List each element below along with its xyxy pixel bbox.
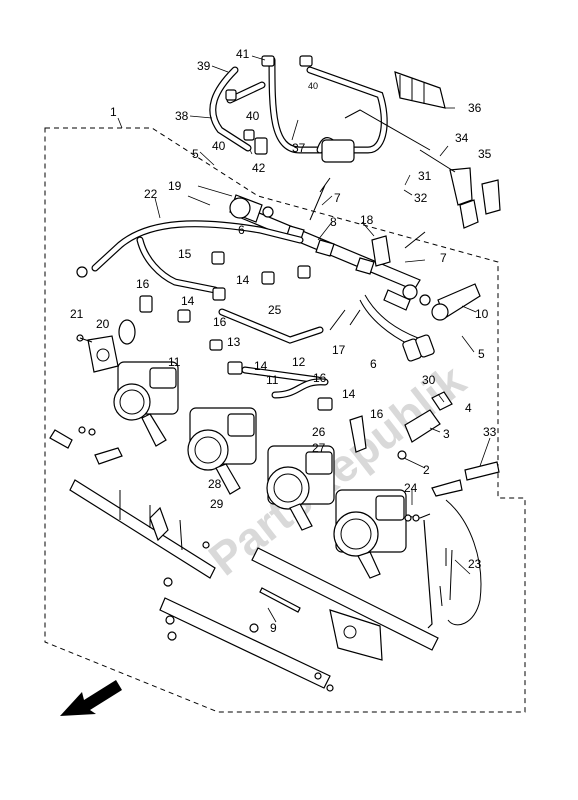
callout-9: 9 xyxy=(270,621,277,635)
callout-27: 27 xyxy=(312,441,326,455)
callout-24: 24 xyxy=(404,481,418,495)
callout-30: 30 xyxy=(422,373,436,387)
callout-39: 39 xyxy=(197,59,211,73)
callout-12: 12 xyxy=(292,355,306,369)
callout-18: 18 xyxy=(360,213,374,227)
callout-35: 35 xyxy=(478,147,492,161)
callout-4: 4 xyxy=(465,401,472,415)
callout-16c: 16 xyxy=(313,371,327,385)
callout-16a: 16 xyxy=(136,277,150,291)
callout-17: 17 xyxy=(332,343,346,357)
callout-40c: 40 xyxy=(212,139,226,153)
fuel-injector xyxy=(397,391,453,460)
callout-13: 13 xyxy=(227,335,241,349)
watermark: PartsRepublik xyxy=(199,354,475,586)
callouts: 1 2 3 4 5 5 6 6 7 7 8 9 10 11 11 12 13 1… xyxy=(70,47,497,635)
wire-harness xyxy=(329,294,435,362)
fuel-rail xyxy=(229,177,481,321)
callout-25: 25 xyxy=(268,303,282,317)
callout-16d: 16 xyxy=(370,407,384,421)
lower-link-assembly xyxy=(159,461,500,692)
callout-10: 10 xyxy=(475,307,489,321)
callout-20: 20 xyxy=(96,317,110,331)
callout-29: 29 xyxy=(210,497,224,511)
callout-28: 28 xyxy=(208,477,222,491)
callout-33: 33 xyxy=(483,425,497,439)
callout-6b: 6 xyxy=(370,357,377,371)
callout-14d: 14 xyxy=(342,387,356,401)
bypass-hoses xyxy=(76,220,329,399)
callout-14c: 14 xyxy=(254,359,268,373)
assembly-boundary xyxy=(44,127,526,713)
throttle-sensor-connector xyxy=(419,149,501,229)
callout-14b: 14 xyxy=(181,294,195,308)
callout-26: 26 xyxy=(312,425,326,439)
callout-40a: 40 xyxy=(308,81,318,91)
callout-42: 42 xyxy=(252,161,266,175)
callout-34: 34 xyxy=(455,131,469,145)
callout-21: 21 xyxy=(70,307,84,321)
callout-32: 32 xyxy=(414,191,428,205)
callout-2: 2 xyxy=(423,463,430,477)
callout-37: 37 xyxy=(292,141,306,155)
callout-1: 1 xyxy=(110,105,117,119)
callout-6a: 6 xyxy=(238,223,245,237)
callout-15: 15 xyxy=(178,247,192,261)
callout-23: 23 xyxy=(468,557,482,571)
callout-5a: 5 xyxy=(192,147,199,161)
callout-8: 8 xyxy=(330,215,337,229)
callout-19: 19 xyxy=(168,179,182,193)
vent-hose-assembly xyxy=(209,55,446,163)
callout-31: 31 xyxy=(418,169,432,183)
callout-36: 36 xyxy=(468,101,482,115)
throttle-body-4 xyxy=(333,489,407,579)
callout-38: 38 xyxy=(175,109,189,123)
hose-caps xyxy=(139,251,367,453)
throttle-body-3 xyxy=(266,445,335,531)
callout-40b: 40 xyxy=(246,109,260,123)
throttle-body-1 xyxy=(87,319,179,447)
throttle-linkage xyxy=(49,426,216,579)
leader-lines xyxy=(117,55,491,623)
callout-11a: 11 xyxy=(168,355,181,369)
left-fittings xyxy=(76,334,93,343)
callout-3: 3 xyxy=(443,427,450,441)
callout-16b: 16 xyxy=(213,315,227,329)
callout-11b: 11 xyxy=(266,373,279,387)
front-direction-arrow-icon xyxy=(60,680,122,716)
callout-22: 22 xyxy=(144,187,158,201)
callout-14a: 14 xyxy=(236,273,250,287)
callout-7a: 7 xyxy=(334,191,341,205)
callout-41: 41 xyxy=(236,47,250,61)
callout-5b: 5 xyxy=(478,347,485,361)
callout-7b: 7 xyxy=(440,251,447,265)
throttle-body-2 xyxy=(187,407,257,495)
